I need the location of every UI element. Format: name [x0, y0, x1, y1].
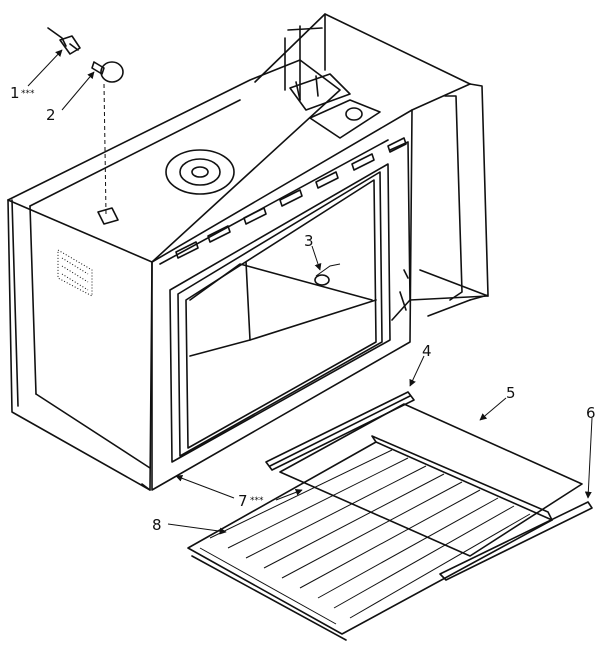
callout-7-leader-right [275, 488, 303, 501]
bulb-socket-part [47, 27, 81, 55]
callout-label-2: 2 [46, 106, 56, 124]
callout-3-leader [311, 245, 322, 271]
callout-1-leader [27, 49, 63, 87]
callout-label-5: 5 [506, 384, 516, 402]
front-frame-slots [175, 137, 407, 259]
back-frame [469, 83, 489, 301]
light-bulb-part [91, 61, 124, 83]
callout-label-4: 4 [422, 342, 432, 360]
svg-text:7: 7 [238, 492, 248, 510]
callout-5-leader [479, 397, 507, 421]
callout-8-leader [167, 523, 227, 535]
callout-6-leader [584, 417, 593, 499]
svg-text:3: 3 [304, 232, 314, 250]
svg-text:***: *** [21, 89, 35, 99]
bulb-install-line [103, 83, 107, 215]
oven-rack-part [187, 435, 553, 641]
callout-2-leader [61, 71, 95, 111]
callout-label-7: 7 *** [238, 492, 264, 510]
callout-4-leader [409, 355, 425, 387]
callout-label-3: 3 [304, 232, 314, 250]
cavity-opening [169, 163, 391, 463]
pan-part [279, 403, 583, 557]
callout-label-1: 1 *** [10, 84, 35, 102]
front-frame [151, 109, 413, 491]
callout-leaders [27, 49, 593, 535]
svg-text:8: 8 [152, 516, 162, 534]
cavity-left-side [7, 199, 153, 491]
callout-7-leader-left [175, 474, 235, 499]
svg-text:***: *** [250, 496, 264, 506]
fan-motor-bracket [289, 73, 381, 139]
callout-label-8: 8 [152, 516, 162, 534]
svg-text:5: 5 [506, 384, 516, 402]
top-turntable-icon [165, 149, 235, 195]
svg-text:1: 1 [10, 84, 20, 102]
light-socket-opening [97, 207, 119, 225]
oven-cavity [7, 13, 489, 491]
svg-text:6: 6 [586, 404, 596, 422]
cavity-top [7, 59, 341, 263]
svg-text:2: 2 [46, 106, 56, 124]
side-vent-icon [57, 249, 93, 297]
rack-support-part [265, 391, 415, 471]
svg-text:4: 4 [422, 342, 432, 360]
callout-label-6: 6 [586, 404, 596, 422]
lamp-cover-part [314, 263, 341, 286]
